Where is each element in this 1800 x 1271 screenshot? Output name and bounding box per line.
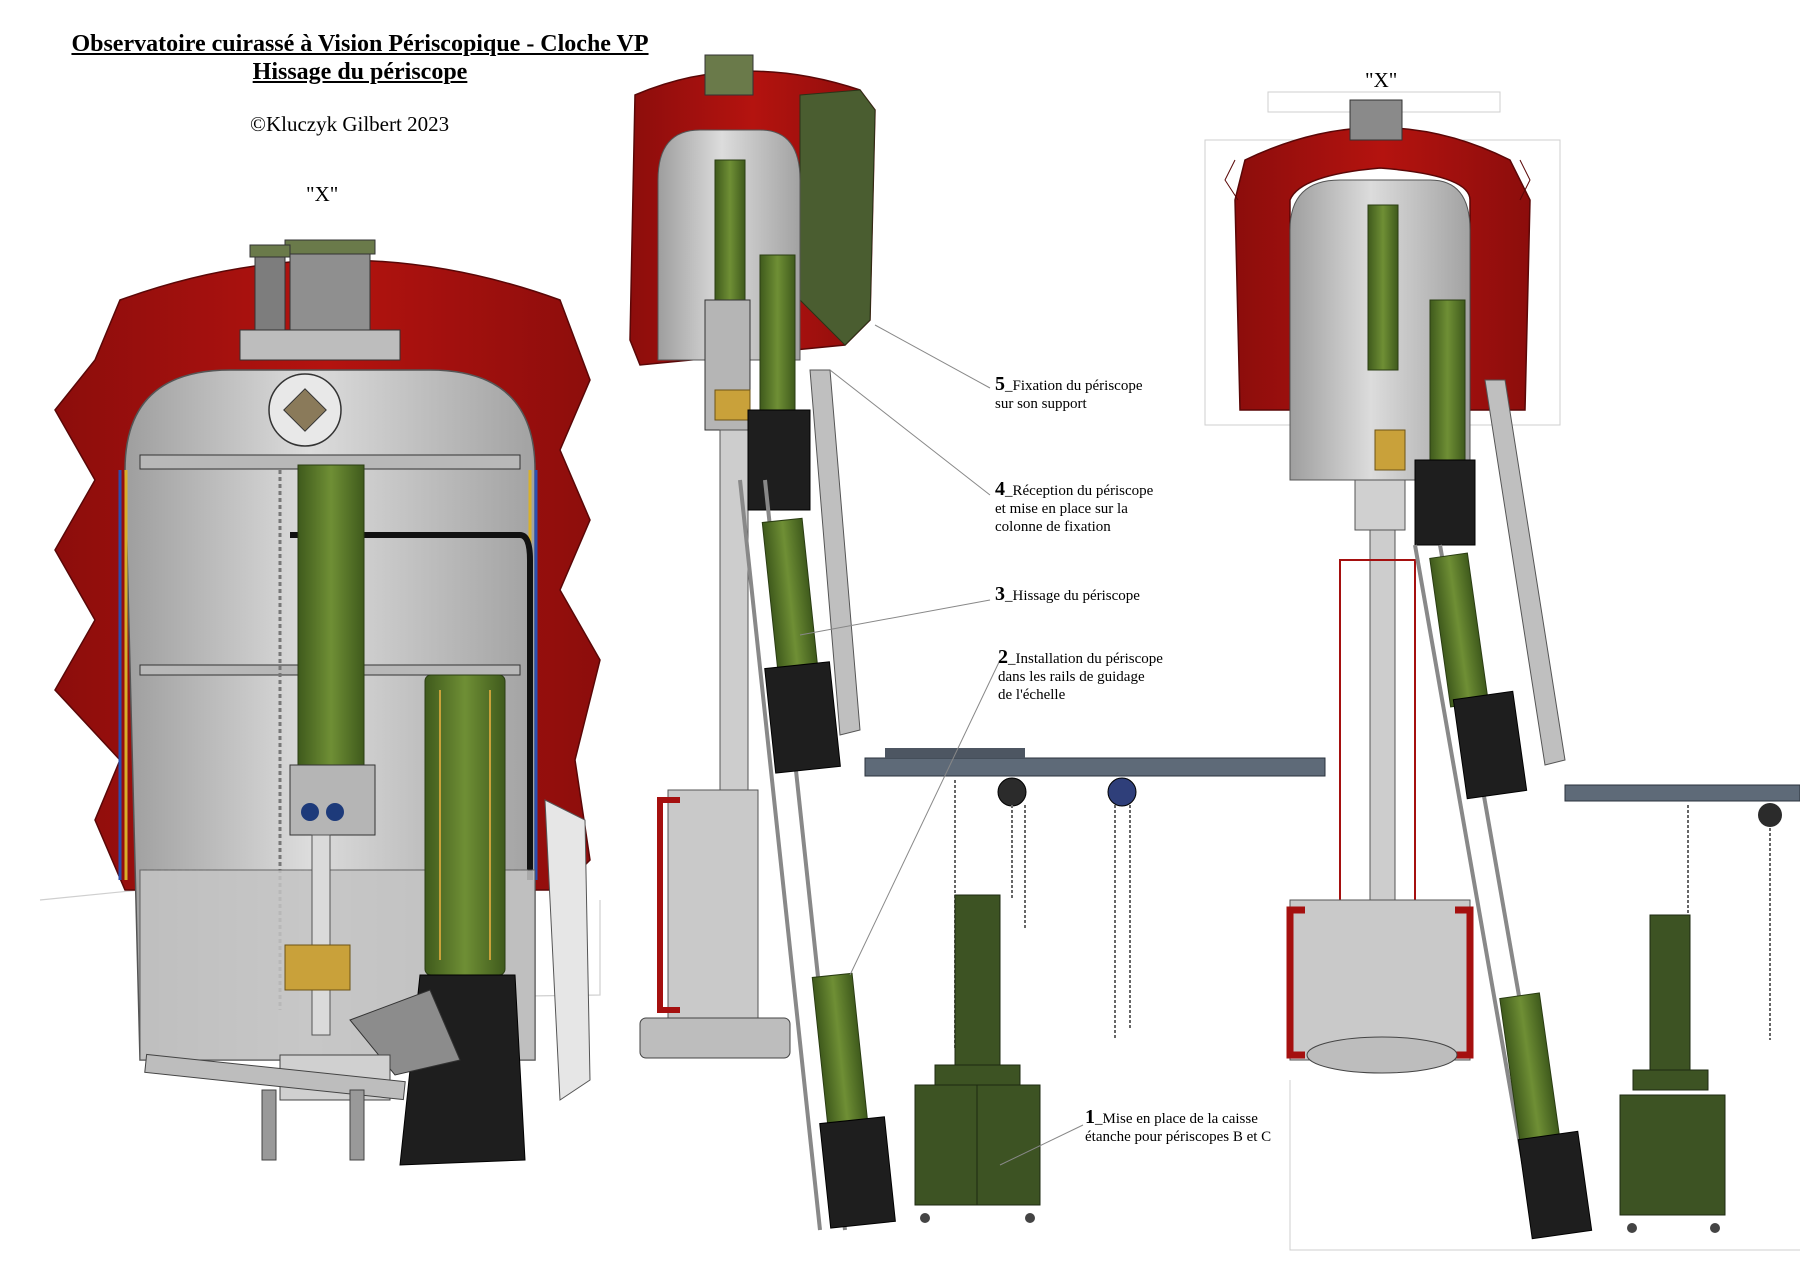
title-line-2: Hissage du périscope <box>252 59 468 85</box>
step-4-line-3: colonne de fixation <box>995 519 1111 535</box>
step-5-number: 5 <box>995 373 1005 395</box>
step-2-line-2: dans les rails de guidage <box>998 669 1145 685</box>
overhead-beam-right <box>1564 784 1800 802</box>
second-periscope-left <box>424 674 506 976</box>
step-1-line-2: étanche pour périscopes B et C <box>1085 1129 1272 1145</box>
step-4-number: 4 <box>995 478 1005 500</box>
step-1-number: 1 <box>1085 1106 1095 1128</box>
periscope-tube-left <box>297 464 365 766</box>
step-1-line-1: _Mise en place de la caisse <box>1095 1111 1258 1127</box>
overhead-beam-middle <box>864 757 1326 777</box>
step-5-line-2: sur son support <box>995 396 1087 412</box>
step-4-line-2: et mise en place sur la <box>995 501 1128 517</box>
step-3-line-1: _Hissage du périscope <box>1005 588 1140 604</box>
step-5-line-1: _Fixation du périscope <box>1005 378 1143 394</box>
step-3: 3_Hissage du périscope <box>995 583 1140 605</box>
step-3-number: 3 <box>995 583 1005 605</box>
title-block: Observatoire cuirassé à Vision Périscopi… <box>40 30 680 86</box>
middle-view <box>629 54 1326 1231</box>
step-4: 4_Réception du périscope et mise en plac… <box>995 478 1154 536</box>
step-2-number: 2 <box>998 646 1008 668</box>
step-5: 5_Fixation du périscope sur son support <box>995 373 1143 413</box>
step-2-line-3: de l'échelle <box>998 687 1066 703</box>
step-1: 1_Mise en place de la caisse étanche pou… <box>1085 1106 1272 1146</box>
step-2-line-1: _Installation du périscope <box>1008 651 1163 667</box>
right-view <box>1204 91 1800 1251</box>
view-label-right: "X" <box>1365 68 1398 92</box>
title-line-1: Observatoire cuirassé à Vision Périscopi… <box>71 31 649 57</box>
leader-lines <box>799 324 1084 1166</box>
left-cutaway-view <box>39 239 601 1166</box>
watertight-box-middle <box>954 894 1001 1066</box>
watertight-box-right <box>1649 914 1691 1071</box>
view-label-left: "X" <box>306 182 339 206</box>
step-4-line-1: _Réception du périscope <box>1005 483 1154 499</box>
step-2: 2_Installation du périscope dans les rai… <box>998 646 1163 704</box>
copyright: ©Kluczyk Gilbert 2023 <box>250 112 450 136</box>
